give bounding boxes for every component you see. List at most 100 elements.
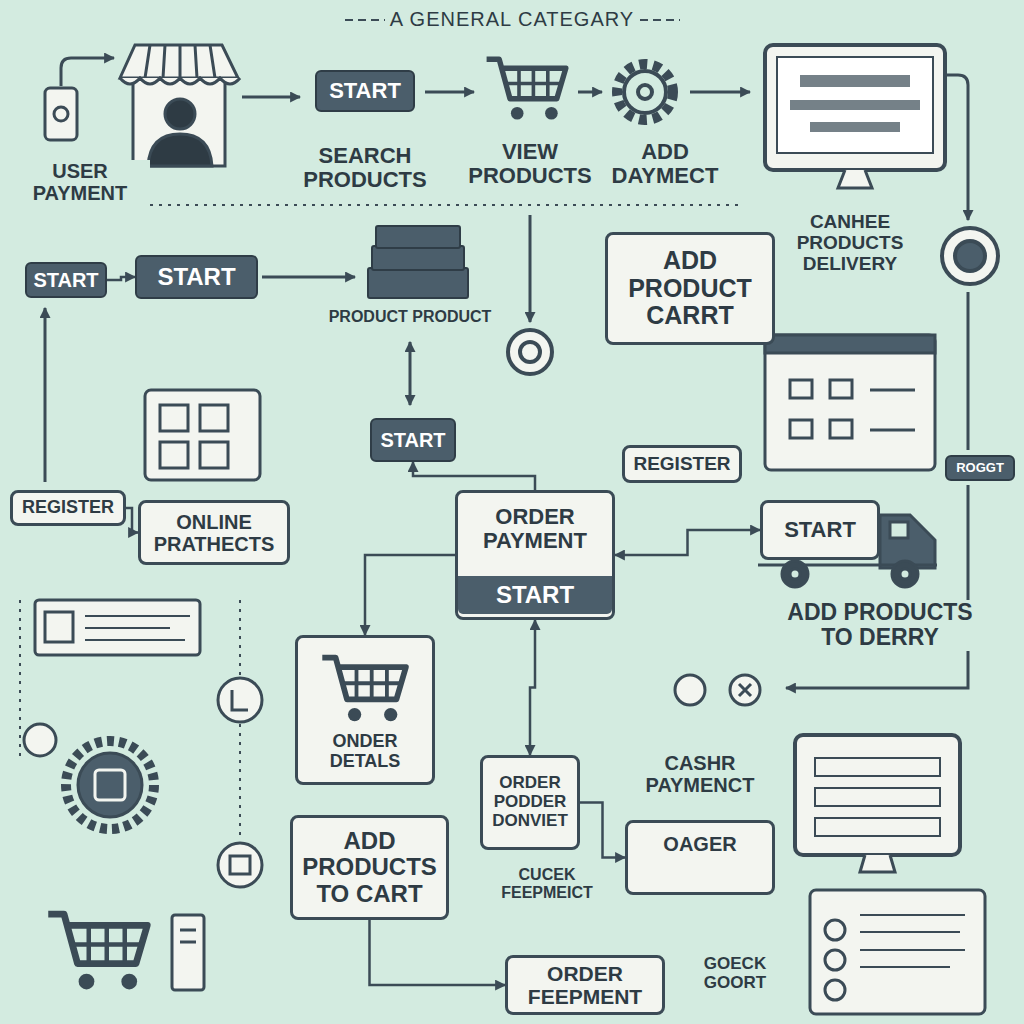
browser-window [790,420,812,438]
shop-icon [120,78,240,84]
browser-window [825,950,845,970]
start-button: START [135,255,258,299]
monitor-icon [790,100,920,110]
browser-window [810,890,985,1014]
monitor-icon [795,735,960,872]
flow-arrows [61,58,114,86]
calendar-window [200,405,228,431]
connector-arrow [413,462,535,490]
shop-icon [165,99,195,129]
badge-icon [66,741,154,829]
monitor-icon [815,758,940,776]
badge-icon [78,753,142,817]
small-round-icons [230,856,250,874]
node-text: ORDER FEEPMENT [514,962,656,1008]
truck-icon [782,561,808,587]
monitor-icon [815,818,940,836]
node-text: ORDER PODDER [489,774,571,811]
cart-icon [487,59,566,119]
list-icon [35,600,200,655]
browser-window [830,420,852,438]
connector-arrow [580,803,625,858]
text-label: CASHR PAYMENCT [610,752,790,796]
small-round-icons [739,684,751,696]
tower-icon [180,930,196,942]
node-text: START [378,429,448,451]
monitor-icon [795,735,960,855]
start-band: START [458,576,612,614]
shop-icon [120,45,238,78]
text-label: ADD PRODUCTS TO DERRY [780,600,980,651]
monitor-icon [765,45,945,170]
shop-icon [145,45,215,78]
process-box: ONLINE PRATHECTS [138,500,290,565]
browser-window [790,380,812,398]
node-subtext: SEARCH PRODUCTS [275,144,455,192]
calendar-window [160,405,188,431]
browser-window [830,380,852,398]
node-text: ADD PRODUCT CARRT [614,247,766,330]
small-round-icons [218,843,262,887]
node-text: REGISTER [631,454,733,475]
tower-icon [172,915,204,990]
truck-icon [900,569,910,579]
text-label: GOECK GOORT [690,955,780,992]
text-label: USER PAYMENT [10,160,150,204]
flow-arrows [947,75,968,220]
box-stack-icon [368,226,468,298]
phone-icon [45,88,77,140]
browser-window [765,335,935,470]
small-round-icons [675,675,705,705]
gear-icon [624,71,666,113]
node-text: ONLINE PRATHECTS [147,511,281,555]
calendar-window [145,390,260,480]
browser-window [765,335,935,353]
box-stack-icon [376,226,460,248]
node-subtext: DONVIET [489,812,571,831]
start-button: START [370,418,456,462]
gear-icon [638,85,652,99]
connector-arrow [126,508,138,533]
list-icon [45,612,73,642]
browser-window [810,890,985,1014]
text-label: VIEW PRODUCTS [455,140,605,188]
start-button: STARTSEARCH PRODUCTS [315,70,415,112]
monitor-icon [838,170,872,188]
node-text: START [143,264,250,290]
text-label: CUCEK FEEPMEICT [482,866,612,901]
flow-arrows [529,215,532,322]
small-round-icons [730,675,760,705]
node-text: ADD PRODUCTS TO CART [299,828,440,907]
monitor-icon [765,45,945,188]
list-icon [85,616,190,640]
node-text: START [323,79,407,103]
node-text: START [769,518,871,542]
browser-window [825,980,845,1000]
truck-icon [892,561,918,587]
monitor-icon [800,75,910,87]
calendar-window [160,442,188,468]
node-text: REGISTER [19,498,117,518]
cart-icon [48,914,147,989]
flow-arrows [425,91,474,94]
browser-window [860,915,965,967]
circle-icon [942,228,998,284]
diagram-title: A GENERAL CATEGARY [312,8,712,31]
small-round-icons [218,678,262,722]
monitor-icon [815,788,940,806]
connector-arrow [530,620,535,755]
text-label: PRODUCT PRODUCT [300,308,520,326]
connector-arrow [615,530,760,555]
tower-icon [172,915,204,990]
browser-window [825,920,845,940]
badge-icon [95,770,125,800]
process-box: ADD PRODUCTS TO CART [290,815,449,920]
circle-icon [955,241,985,271]
dotted-guides [150,204,740,206]
dotted-guides [19,600,21,760]
flow-arrows [45,58,968,688]
process-box: ORDER PODDERDONVIET [480,755,580,850]
monitor-icon [810,122,900,132]
detail-box: ONDER DETALS [295,635,435,785]
